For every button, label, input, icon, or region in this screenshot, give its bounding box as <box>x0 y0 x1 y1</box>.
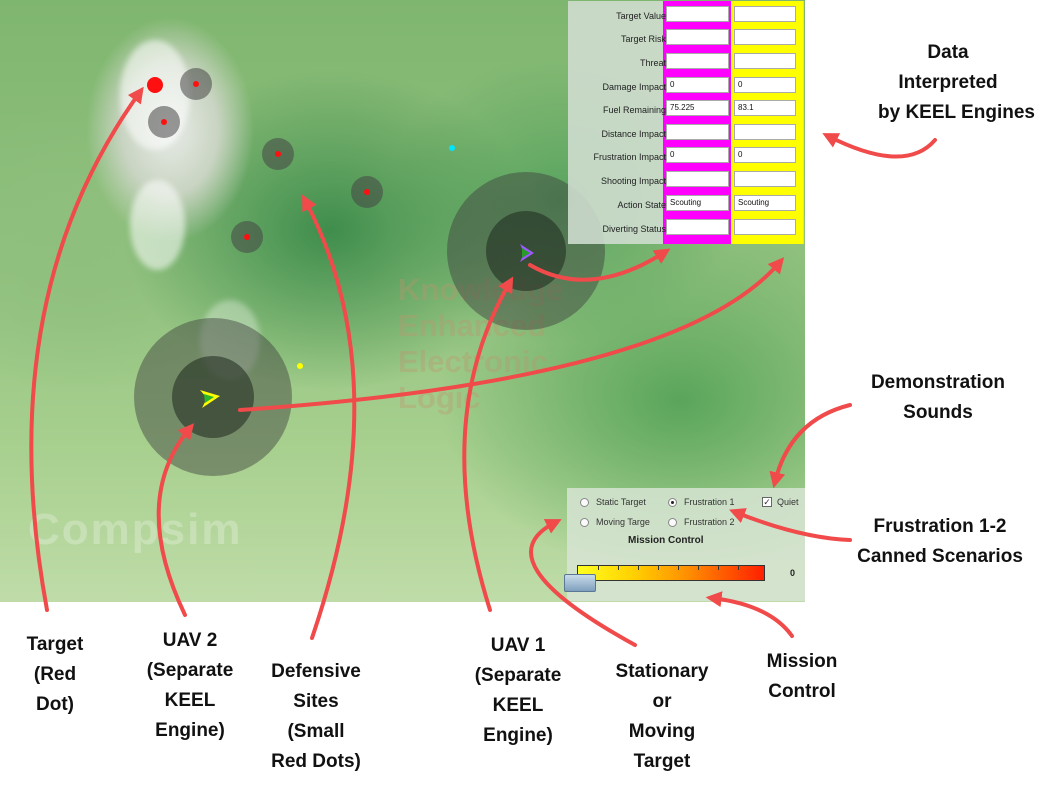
row-target-risk: Target Risk <box>568 29 804 52</box>
frustration2-label[interactable]: Frustration 2 <box>684 517 735 527</box>
defensive-site[interactable] <box>180 68 212 100</box>
row-diverting-status: Diverting Status <box>568 219 804 242</box>
moving-target-radio[interactable] <box>580 518 589 527</box>
uav1-distance-impact-field <box>666 124 729 140</box>
target-dot[interactable] <box>147 77 163 93</box>
uav2-diverting-status-field <box>734 219 796 235</box>
row-label: Target Value <box>616 11 666 21</box>
mission-control-panel: Static Target Moving Targe Frustration 1… <box>564 488 805 601</box>
quiet-checkbox[interactable]: ✓ <box>762 497 772 507</box>
uav1-frustration-impact-field: 0 <box>666 147 729 163</box>
arrow-mission <box>705 591 794 638</box>
uav2-distance-impact-field <box>734 124 796 140</box>
row-label: Diverting Status <box>602 224 666 234</box>
row-shooting-impact: Shooting Impact <box>568 171 804 194</box>
uav2-threat-field <box>734 53 796 69</box>
defensive-site[interactable] <box>231 221 263 253</box>
uav2-damage-impact-field: 0 <box>734 77 796 93</box>
uav2-shooting-impact-field <box>734 171 796 187</box>
uav2-target-value-field <box>734 6 796 22</box>
terrain-map[interactable]: Knowledge Enhanced Electronic Logic Comp… <box>0 0 805 602</box>
uav1-shooting-impact-field <box>666 171 729 187</box>
row-label: Fuel Remaining <box>602 105 666 115</box>
uav2-icon[interactable] <box>198 386 222 410</box>
keel-data-panel: Target Value Target Risk Threat Damage I… <box>568 1 804 244</box>
mission-control-title: Mission Control <box>628 535 704 546</box>
row-label: Frustration Impact <box>593 152 666 162</box>
uav1-diverting-status-field <box>666 219 729 235</box>
mission-bar-value: 0 <box>790 568 796 578</box>
defensive-site[interactable] <box>351 176 383 208</box>
uav1-damage-impact-field: 0 <box>666 77 729 93</box>
row-distance-impact: Distance Impact <box>568 124 804 147</box>
row-label: Action State <box>617 200 666 210</box>
moving-target-label[interactable]: Moving Targe <box>596 517 650 527</box>
frustration1-radio[interactable] <box>668 498 677 507</box>
cyan-marker <box>449 145 455 151</box>
uav2-target-risk-field <box>734 29 796 45</box>
arrow-data <box>822 133 937 159</box>
uav1-fuel-remaining-field: 75.225 <box>666 100 729 116</box>
uav1-threat-field <box>666 53 729 69</box>
uav1-target-risk-field <box>666 29 729 45</box>
defensive-site[interactable] <box>262 138 294 170</box>
uav2-frustration-impact-field: 0 <box>734 147 796 163</box>
frustration2-radio[interactable] <box>668 518 677 527</box>
row-damage-impact: Damage Impact 0 0 <box>568 77 804 100</box>
mission-slider-handle[interactable] <box>564 574 596 592</box>
yellow-marker <box>297 363 303 369</box>
row-label: Threat <box>639 58 666 68</box>
uav2-fuel-remaining-field: 83.1 <box>734 100 796 116</box>
uav1-action-state-field: Scouting <box>666 195 729 211</box>
defensive-site[interactable] <box>148 106 180 138</box>
row-label: Shooting Impact <box>600 176 666 186</box>
row-threat: Threat <box>568 53 804 76</box>
uav1-target-value-field <box>666 6 729 22</box>
row-label: Target Risk <box>620 34 666 44</box>
static-target-label[interactable]: Static Target <box>596 497 646 507</box>
row-fuel-remaining: Fuel Remaining 75.225 83.1 <box>568 100 804 123</box>
row-target-value: Target Value <box>568 6 804 29</box>
uav1-icon[interactable] <box>516 242 538 264</box>
row-label: Distance Impact <box>601 129 666 139</box>
row-label: Damage Impact <box>602 82 666 92</box>
frustration1-label[interactable]: Frustration 1 <box>684 497 735 507</box>
quiet-label[interactable]: Quiet <box>777 497 799 507</box>
terrain-snow <box>130 180 185 270</box>
row-frustration-impact: Frustration Impact 0 0 <box>568 147 804 170</box>
static-target-radio[interactable] <box>580 498 589 507</box>
compsim-watermark: Compsim <box>28 505 243 554</box>
uav2-action-state-field: Scouting <box>734 195 796 211</box>
row-action-state: Action State Scouting Scouting <box>568 195 804 218</box>
mission-progress-bar <box>564 565 765 592</box>
